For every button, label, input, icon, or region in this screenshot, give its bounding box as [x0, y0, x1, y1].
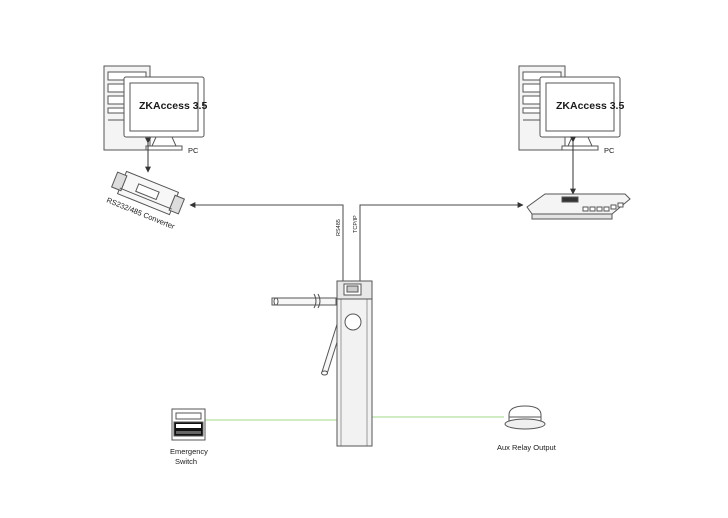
right-pc-label: PC [604, 146, 615, 155]
network-switch-icon [526, 193, 631, 220]
tcpip-label: TCP/IP [353, 215, 359, 233]
turnstile-icon [271, 280, 373, 447]
rs485-line [189, 202, 344, 283]
aux-relay-label: Aux Relay Output [497, 443, 557, 452]
alarm-light-icon [504, 405, 546, 430]
emergency-label-line2: Switch [175, 457, 197, 466]
right-pc-screen-title: ZKAccess 3.5 [556, 100, 624, 112]
left-pc-icon [103, 65, 205, 151]
right-pc-icon [518, 65, 621, 151]
left-pc-screen-title: ZKAccess 3.5 [139, 100, 207, 112]
rs485-label: RS485 [336, 219, 342, 236]
left-pc-label: PC [188, 146, 199, 155]
converter-icon [110, 170, 186, 216]
emergency-label-line1: Emergency [170, 447, 208, 456]
emergency-switch-icon [171, 408, 206, 441]
tcpip-line [359, 202, 524, 283]
